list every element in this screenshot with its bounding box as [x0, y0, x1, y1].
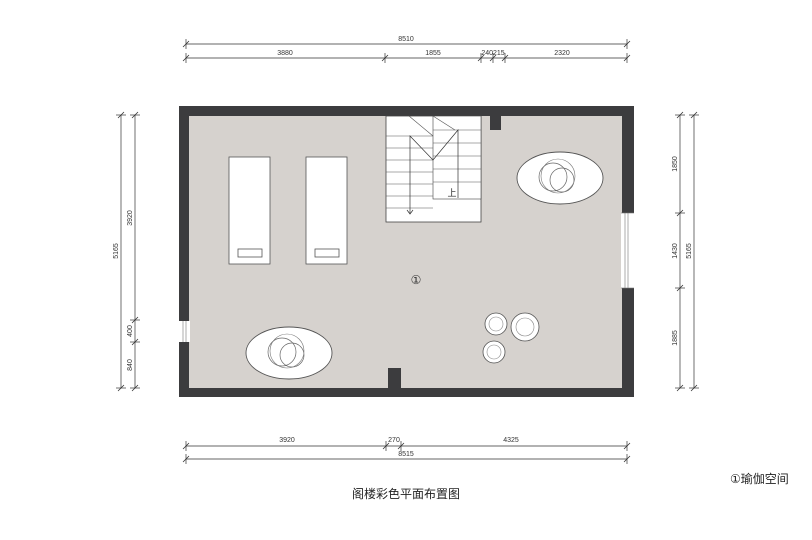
- left-dimension-segments: 3920 400 840: [127, 111, 140, 392]
- bottom-seg-1: 3920: [279, 437, 295, 444]
- left-dimension-total: 5165: [113, 111, 126, 392]
- left-window: [179, 321, 190, 342]
- bottom-seg-2: 270: [388, 437, 400, 444]
- stair-up-label: 上: [447, 188, 456, 199]
- bottom-total-label: 8515: [398, 451, 414, 458]
- top-seg-2: 1855: [425, 50, 441, 57]
- right-seg-1: 1850: [672, 156, 679, 172]
- left-seg-3: 840: [127, 359, 134, 371]
- bottom-dimension-total: 8515: [182, 451, 631, 464]
- top-dimension-segments: 3880 1855 240215 2320: [182, 50, 631, 63]
- column-bottom: [388, 368, 401, 388]
- drawing-caption: 阁楼彩色平面布置图: [351, 487, 460, 501]
- bottom-seg-3: 4325: [503, 437, 519, 444]
- right-seg-3: 1885: [672, 330, 679, 346]
- left-total-label: 5165: [113, 243, 120, 259]
- legend: ①瑜伽空间: [730, 472, 789, 486]
- round-table-bottom-left: [245, 326, 333, 380]
- round-table-top-right: [516, 151, 604, 205]
- left-seg-1: 3920: [127, 210, 134, 226]
- top-dimension-total: 8510: [182, 36, 631, 49]
- top-total-label: 8510: [398, 36, 414, 43]
- right-window: [621, 212, 634, 289]
- room-marker: ①: [411, 273, 422, 287]
- right-seg-2: 1430: [672, 243, 679, 259]
- top-seg-4: 2320: [554, 50, 570, 57]
- bottom-dimension-segments: 3920 270 4325: [182, 437, 631, 451]
- top-seg-3: 240215: [481, 50, 504, 57]
- left-seg-2: 400: [127, 325, 134, 337]
- right-dimension-total: 5165: [686, 111, 699, 392]
- cushion-cluster: [482, 312, 540, 364]
- staircase: 上: [385, 115, 482, 223]
- yoga-mat-right: [305, 156, 348, 265]
- right-total-label: 5165: [686, 243, 693, 259]
- column-top: [490, 116, 501, 130]
- yoga-mat-left: [228, 156, 271, 265]
- top-seg-1: 3880: [277, 50, 293, 57]
- right-dimension-segments: 1850 1430 1885: [672, 111, 685, 392]
